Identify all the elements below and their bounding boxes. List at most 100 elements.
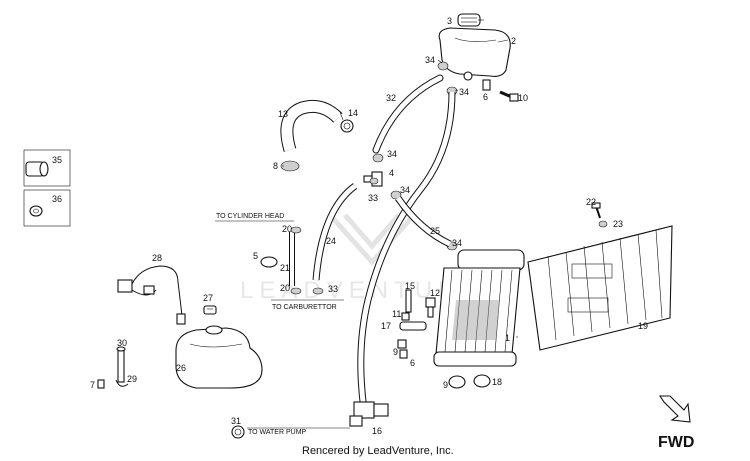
clip-5 bbox=[260, 256, 278, 268]
callout-11: 11 bbox=[392, 309, 401, 319]
callout-14: 14 bbox=[348, 108, 358, 118]
clamp-14 bbox=[340, 119, 354, 133]
tank-cap bbox=[457, 13, 481, 27]
plug-18 bbox=[473, 374, 491, 388]
screw-15 bbox=[405, 289, 412, 313]
callout-18: 18 bbox=[492, 377, 502, 387]
callout-21: 21 bbox=[280, 263, 290, 273]
bracket-17 bbox=[399, 321, 427, 331]
clamp-31-ring bbox=[231, 425, 245, 439]
radiator bbox=[433, 249, 525, 367]
tee-16-inlet bbox=[349, 415, 363, 427]
forward-direction-indicator: FWD bbox=[658, 395, 694, 451]
note-cylinder-head: TO CYLINDER HEAD bbox=[216, 213, 284, 220]
callout-7: 7 bbox=[90, 380, 95, 390]
shroud-slot bbox=[567, 297, 609, 313]
callout-leaders bbox=[282, 19, 518, 338]
clamp-31 bbox=[231, 425, 245, 439]
reservoir-seam bbox=[189, 343, 243, 348]
callout-30: 30 bbox=[117, 338, 127, 348]
sensor-wire bbox=[131, 265, 183, 317]
clip-20-upper bbox=[290, 226, 302, 234]
washer-hole-icon bbox=[33, 208, 39, 214]
callout-3: 3 bbox=[447, 16, 452, 26]
tee-16-outlet bbox=[373, 403, 389, 417]
callout-4: 4 bbox=[389, 168, 394, 178]
callout-6-lower: 6 bbox=[410, 358, 415, 368]
callout-32: 32 bbox=[386, 93, 396, 103]
callout-19: 19 bbox=[638, 321, 648, 331]
radiator-core-shading bbox=[452, 300, 500, 340]
callout-34-b: 34 bbox=[459, 87, 469, 97]
callout-12: 12 bbox=[430, 288, 440, 298]
washer-23 bbox=[598, 220, 608, 228]
callout-26: 26 bbox=[176, 363, 186, 373]
fwd-label: FWD bbox=[658, 434, 694, 451]
clamp-14-ring bbox=[340, 119, 354, 133]
callout-28: 28 bbox=[152, 253, 162, 263]
cap-27 bbox=[203, 305, 217, 315]
screw-12 bbox=[427, 306, 434, 318]
shroud-slot bbox=[571, 263, 613, 279]
bolt-22 bbox=[591, 202, 601, 219]
callout-9: 9 bbox=[393, 347, 398, 357]
legend-box-36 bbox=[23, 189, 71, 227]
reservoir-neck bbox=[205, 325, 223, 335]
hose-clamp bbox=[372, 153, 384, 163]
expansion-tank bbox=[438, 13, 511, 81]
sensor-connector bbox=[117, 279, 133, 293]
callout-10: 10 bbox=[518, 93, 528, 103]
temperature-sensor-28 bbox=[117, 265, 186, 325]
clip-33-lower bbox=[312, 287, 324, 295]
callout-20-lower: 20 bbox=[280, 283, 290, 293]
bolt-22-head bbox=[591, 202, 601, 209]
fwd-arrow-icon bbox=[658, 395, 691, 423]
legend-label-36: 36 bbox=[52, 194, 62, 204]
nut-6-lower bbox=[399, 349, 408, 359]
screw-7 bbox=[97, 379, 105, 389]
tee-16 bbox=[349, 401, 389, 427]
shroud-frame bbox=[527, 225, 673, 351]
hose-clamp bbox=[390, 190, 402, 200]
callout-27: 27 bbox=[203, 293, 213, 303]
clamp-29 bbox=[115, 379, 129, 387]
callout-33: 33 bbox=[368, 193, 378, 203]
nut-11 bbox=[401, 312, 410, 321]
callout-34-e: 34 bbox=[452, 238, 462, 248]
drain-tube-30 bbox=[117, 349, 125, 383]
callout-33-lower: 33 bbox=[328, 284, 338, 294]
callout-25: 25 bbox=[430, 226, 440, 236]
radiator-bottom-tank bbox=[433, 351, 517, 367]
clip-33-upper bbox=[369, 177, 379, 185]
clip-20-lower bbox=[290, 287, 302, 295]
washer-icon bbox=[29, 205, 43, 217]
callout-24: 24 bbox=[326, 236, 336, 246]
callout-1: 1 bbox=[505, 333, 510, 343]
legend-box-35 bbox=[23, 149, 71, 187]
shroud-louvres bbox=[547, 229, 663, 341]
callout-34-c: 34 bbox=[387, 149, 397, 159]
callout-16: 16 bbox=[372, 426, 382, 436]
watermark-logo bbox=[328, 213, 416, 266]
screw-12-head bbox=[425, 297, 436, 308]
nut-9-upper bbox=[397, 339, 407, 349]
callout-31: 31 bbox=[231, 416, 241, 426]
callout-29: 29 bbox=[127, 374, 137, 384]
legend-label-35: 35 bbox=[52, 155, 62, 165]
expansion-tank-body bbox=[438, 27, 511, 77]
sensor-plug bbox=[143, 285, 155, 295]
callout-34-d: 34 bbox=[400, 185, 410, 195]
credit-line: Rencered by LeadVenture, Inc. bbox=[302, 445, 454, 457]
callout-6: 6 bbox=[483, 92, 488, 102]
callout-8: 8 bbox=[273, 161, 278, 171]
callout-34-a: 34 bbox=[425, 55, 435, 65]
reservoir-26 bbox=[175, 325, 263, 389]
legend: 35 36 bbox=[23, 149, 71, 227]
callout-20: 20 bbox=[282, 224, 292, 234]
bolt-10-head bbox=[509, 93, 519, 102]
callout-23: 23 bbox=[613, 219, 623, 229]
callout-22: 22 bbox=[586, 197, 596, 207]
clamp-8-ring bbox=[280, 160, 300, 172]
sleeve-end-icon bbox=[39, 161, 49, 177]
